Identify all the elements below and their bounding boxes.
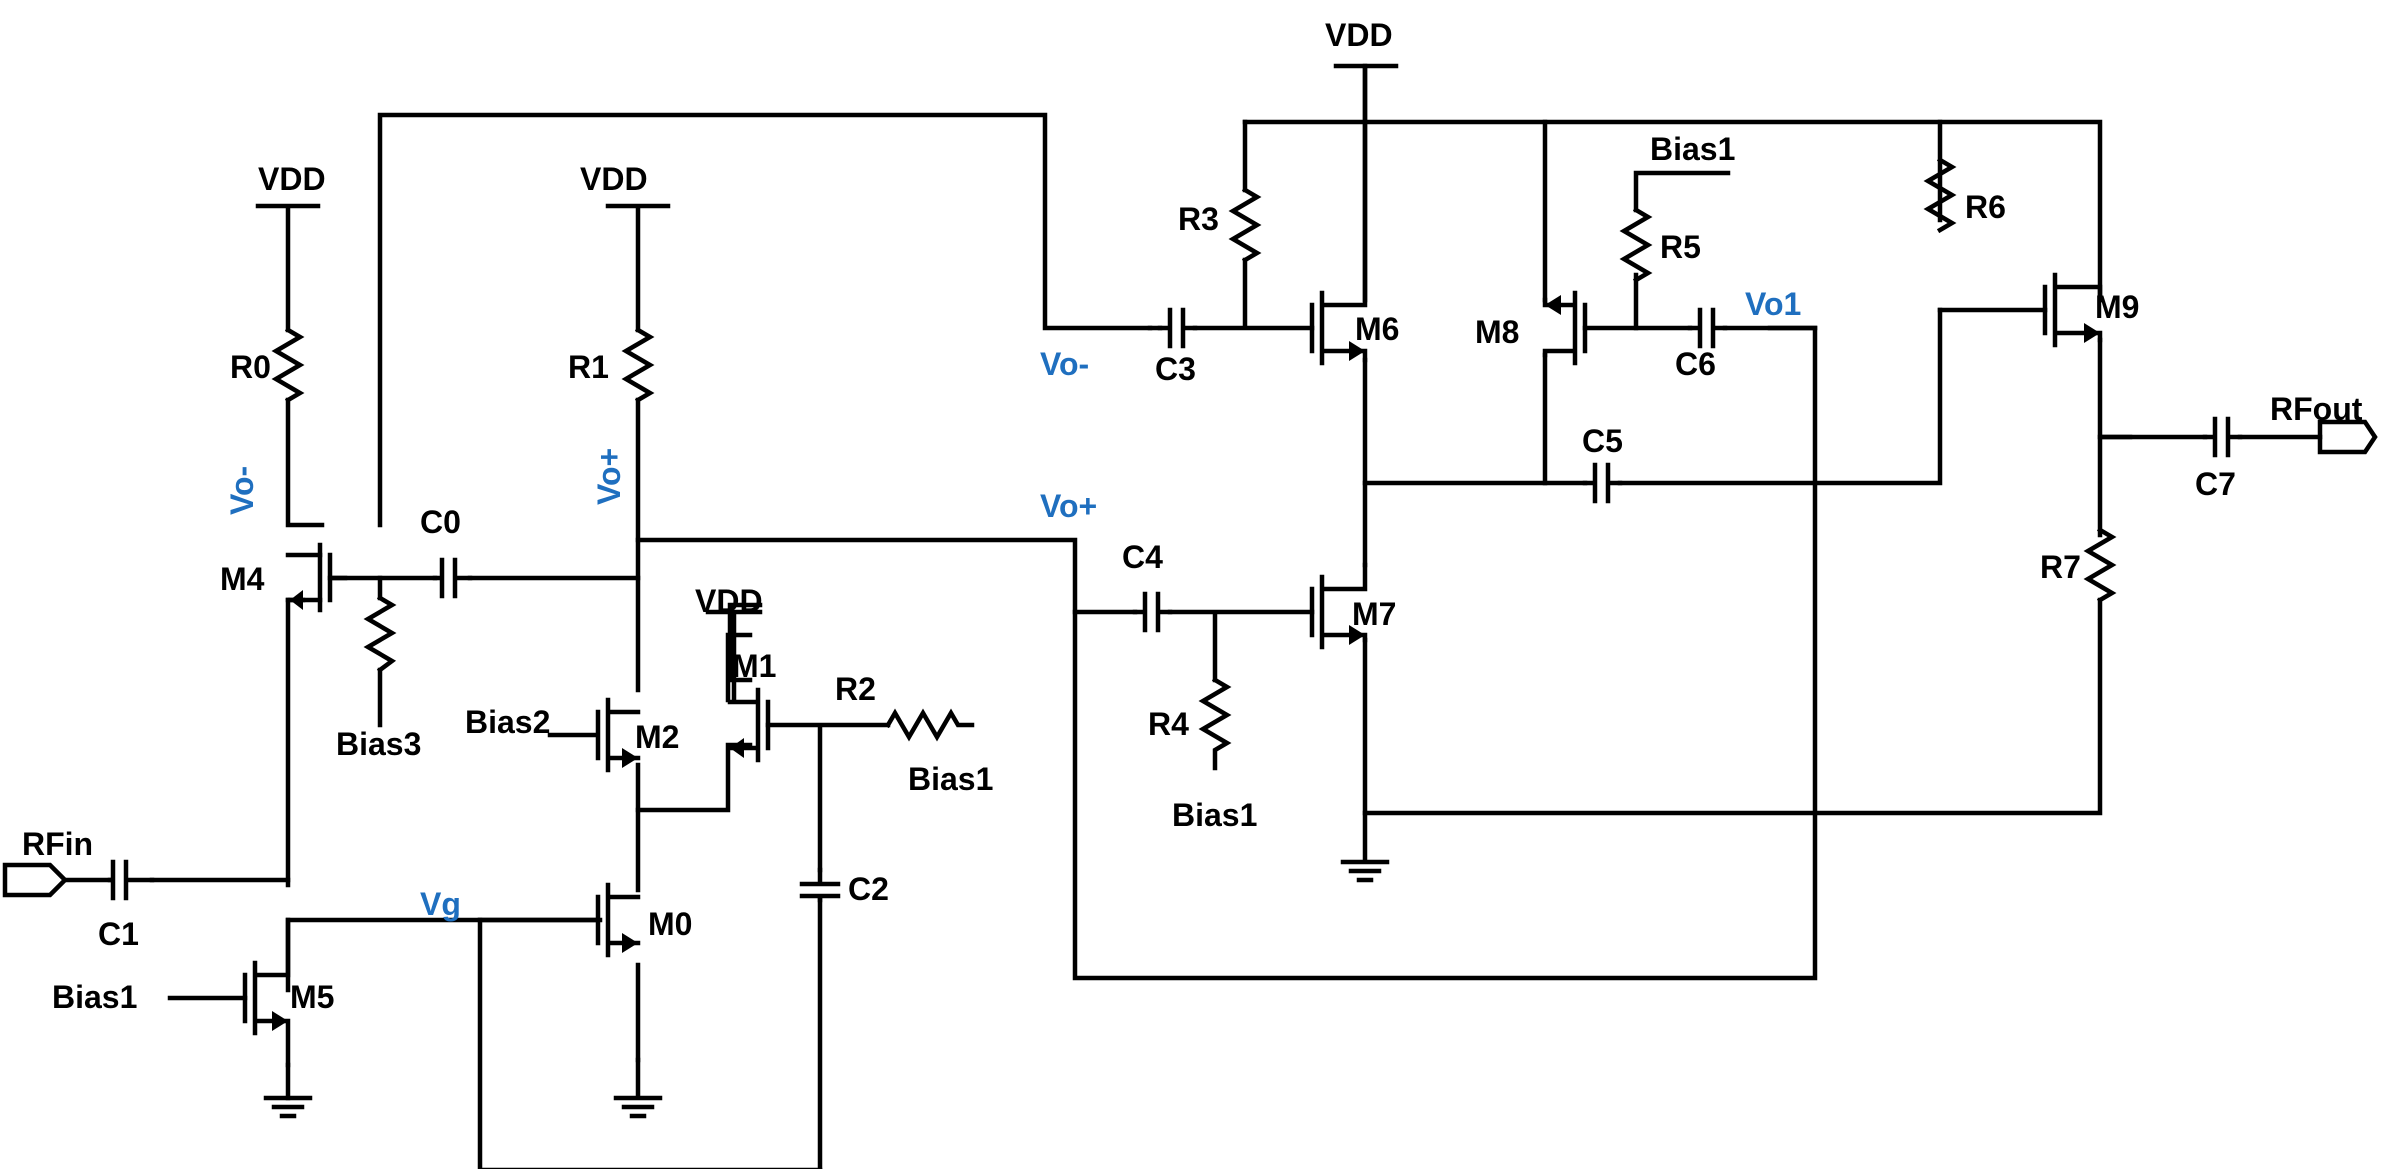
component-labels: VDD VDD VDD VDD R0 R1 R2 R3 R4 R5 R6 R7 … [22,17,2363,1015]
transistor-m9 [2042,272,2103,348]
label-m9: M9 [2095,289,2139,325]
label-m5: M5 [290,979,334,1015]
resistor-r1 [621,326,655,404]
resistor-r2 [884,708,975,742]
capacitor-c2 [799,867,841,903]
node-label-vo1: Vo1 [1745,286,1801,322]
label-bias1: Bias1 [1172,797,1257,833]
label-c5: C5 [1582,423,1623,459]
resistor-r7 [2083,526,2117,604]
label-c3: C3 [1155,351,1196,387]
label-m0: M0 [648,906,692,942]
label-m7: M7 [1352,596,1396,632]
resistor-bias3 [363,594,397,674]
transistors [242,63,2103,1068]
capacitor-c4 [1132,591,1173,633]
node-label-vo-plus: Vo+ [591,448,627,505]
resistors [271,156,2117,771]
vdd-label: VDD [580,161,648,197]
label-bias1: Bias1 [1650,131,1735,167]
vdd-label: VDD [695,583,763,619]
vdd-label: VDD [1325,17,1393,53]
vdd-bars [705,609,763,703]
label-r0: R0 [230,349,271,385]
capacitor-c0 [432,557,473,599]
label-m2: M2 [635,719,679,755]
label-c0: C0 [420,504,461,540]
label-bias1: Bias1 [52,979,137,1015]
resistor-r3 [1228,186,1262,264]
wires [149,63,2323,1169]
ground-icon [1340,810,1390,883]
label-c2: C2 [848,871,889,907]
label-m4: M4 [220,561,265,597]
label-c1: C1 [98,916,139,952]
rfout-port-icon [2317,419,2378,455]
label-c4: C4 [1122,539,1163,575]
label-m1: M1 [732,648,776,684]
node-label-vg: Vg [420,886,461,922]
label-r3: R3 [1178,201,1219,237]
transistor-arrows [272,295,2100,1031]
resistor-r6 [1923,156,1957,234]
node-labels: Vo- Vo+ Vo- Vo+ Vg Vo1 [224,286,1801,922]
ports [2,419,2378,898]
label-c6: C6 [1675,346,1716,382]
label-bias2: Bias2 [465,704,550,740]
transistor-m7 [1309,562,1368,650]
capacitor-c3 [1157,307,1198,349]
ground-icon [263,1095,313,1119]
vdd-label: VDD [258,161,326,197]
node-label-vo-minus: Vo- [224,466,260,515]
label-r4: R4 [1148,706,1189,742]
label-r5: R5 [1660,229,1701,265]
resistor-r5 [1619,206,1653,284]
ground-symbols [263,810,1390,1119]
label-r2: R2 [835,671,876,707]
label-r7: R7 [2040,549,2081,585]
rfin-port-icon [2,862,69,898]
label-m8: M8 [1475,314,1519,350]
label-c7: C7 [2195,466,2236,502]
label-bias3: Bias3 [336,726,421,762]
capacitors [107,307,2243,903]
label-m6: M6 [1355,311,1399,347]
transistor-m2 [547,697,641,773]
transistor-m6 [1309,63,1368,366]
node-label-vo-plus: Vo+ [1040,488,1097,524]
capacitor-c6 [1687,307,1728,349]
label-r6: R6 [1965,189,2006,225]
capacitor-c5 [1582,462,1623,504]
transistor-m1 [727,687,771,763]
resistor-r4 [1198,676,1232,771]
capacitor-c1 [107,859,155,901]
capacitor-c7 [2202,416,2243,458]
transistor-m0 [477,882,641,958]
label-rfout: RFout [2270,391,2363,427]
label-bias1: Bias1 [908,761,993,797]
node-label-vo-minus: Vo- [1040,346,1089,382]
ground-icon [613,1057,663,1119]
label-rfin: RFin [22,826,93,862]
label-r1: R1 [568,349,609,385]
transistor-m5 [242,917,291,1068]
resistor-r0 [271,326,305,404]
